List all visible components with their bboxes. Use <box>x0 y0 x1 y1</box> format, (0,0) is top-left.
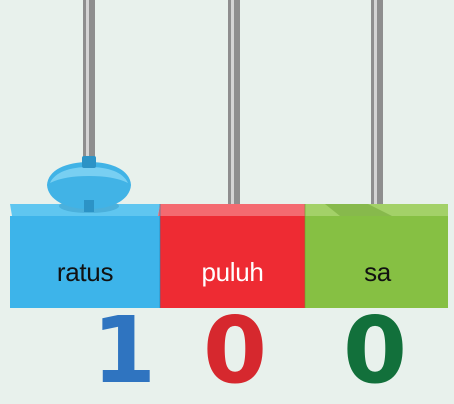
bead-ratus <box>47 156 131 213</box>
digit-sa: 0 <box>342 297 407 404</box>
abacus <box>10 0 448 308</box>
label-puluh: puluh <box>201 257 264 287</box>
digit-ratus: 1 <box>92 297 157 404</box>
label-ratus: ratus <box>56 257 114 287</box>
label-sa: sa <box>364 257 391 287</box>
block-sa <box>305 216 448 308</box>
digit-puluh: 0 <box>202 297 267 404</box>
block-puluh <box>160 216 305 308</box>
block-ratus <box>10 216 160 308</box>
